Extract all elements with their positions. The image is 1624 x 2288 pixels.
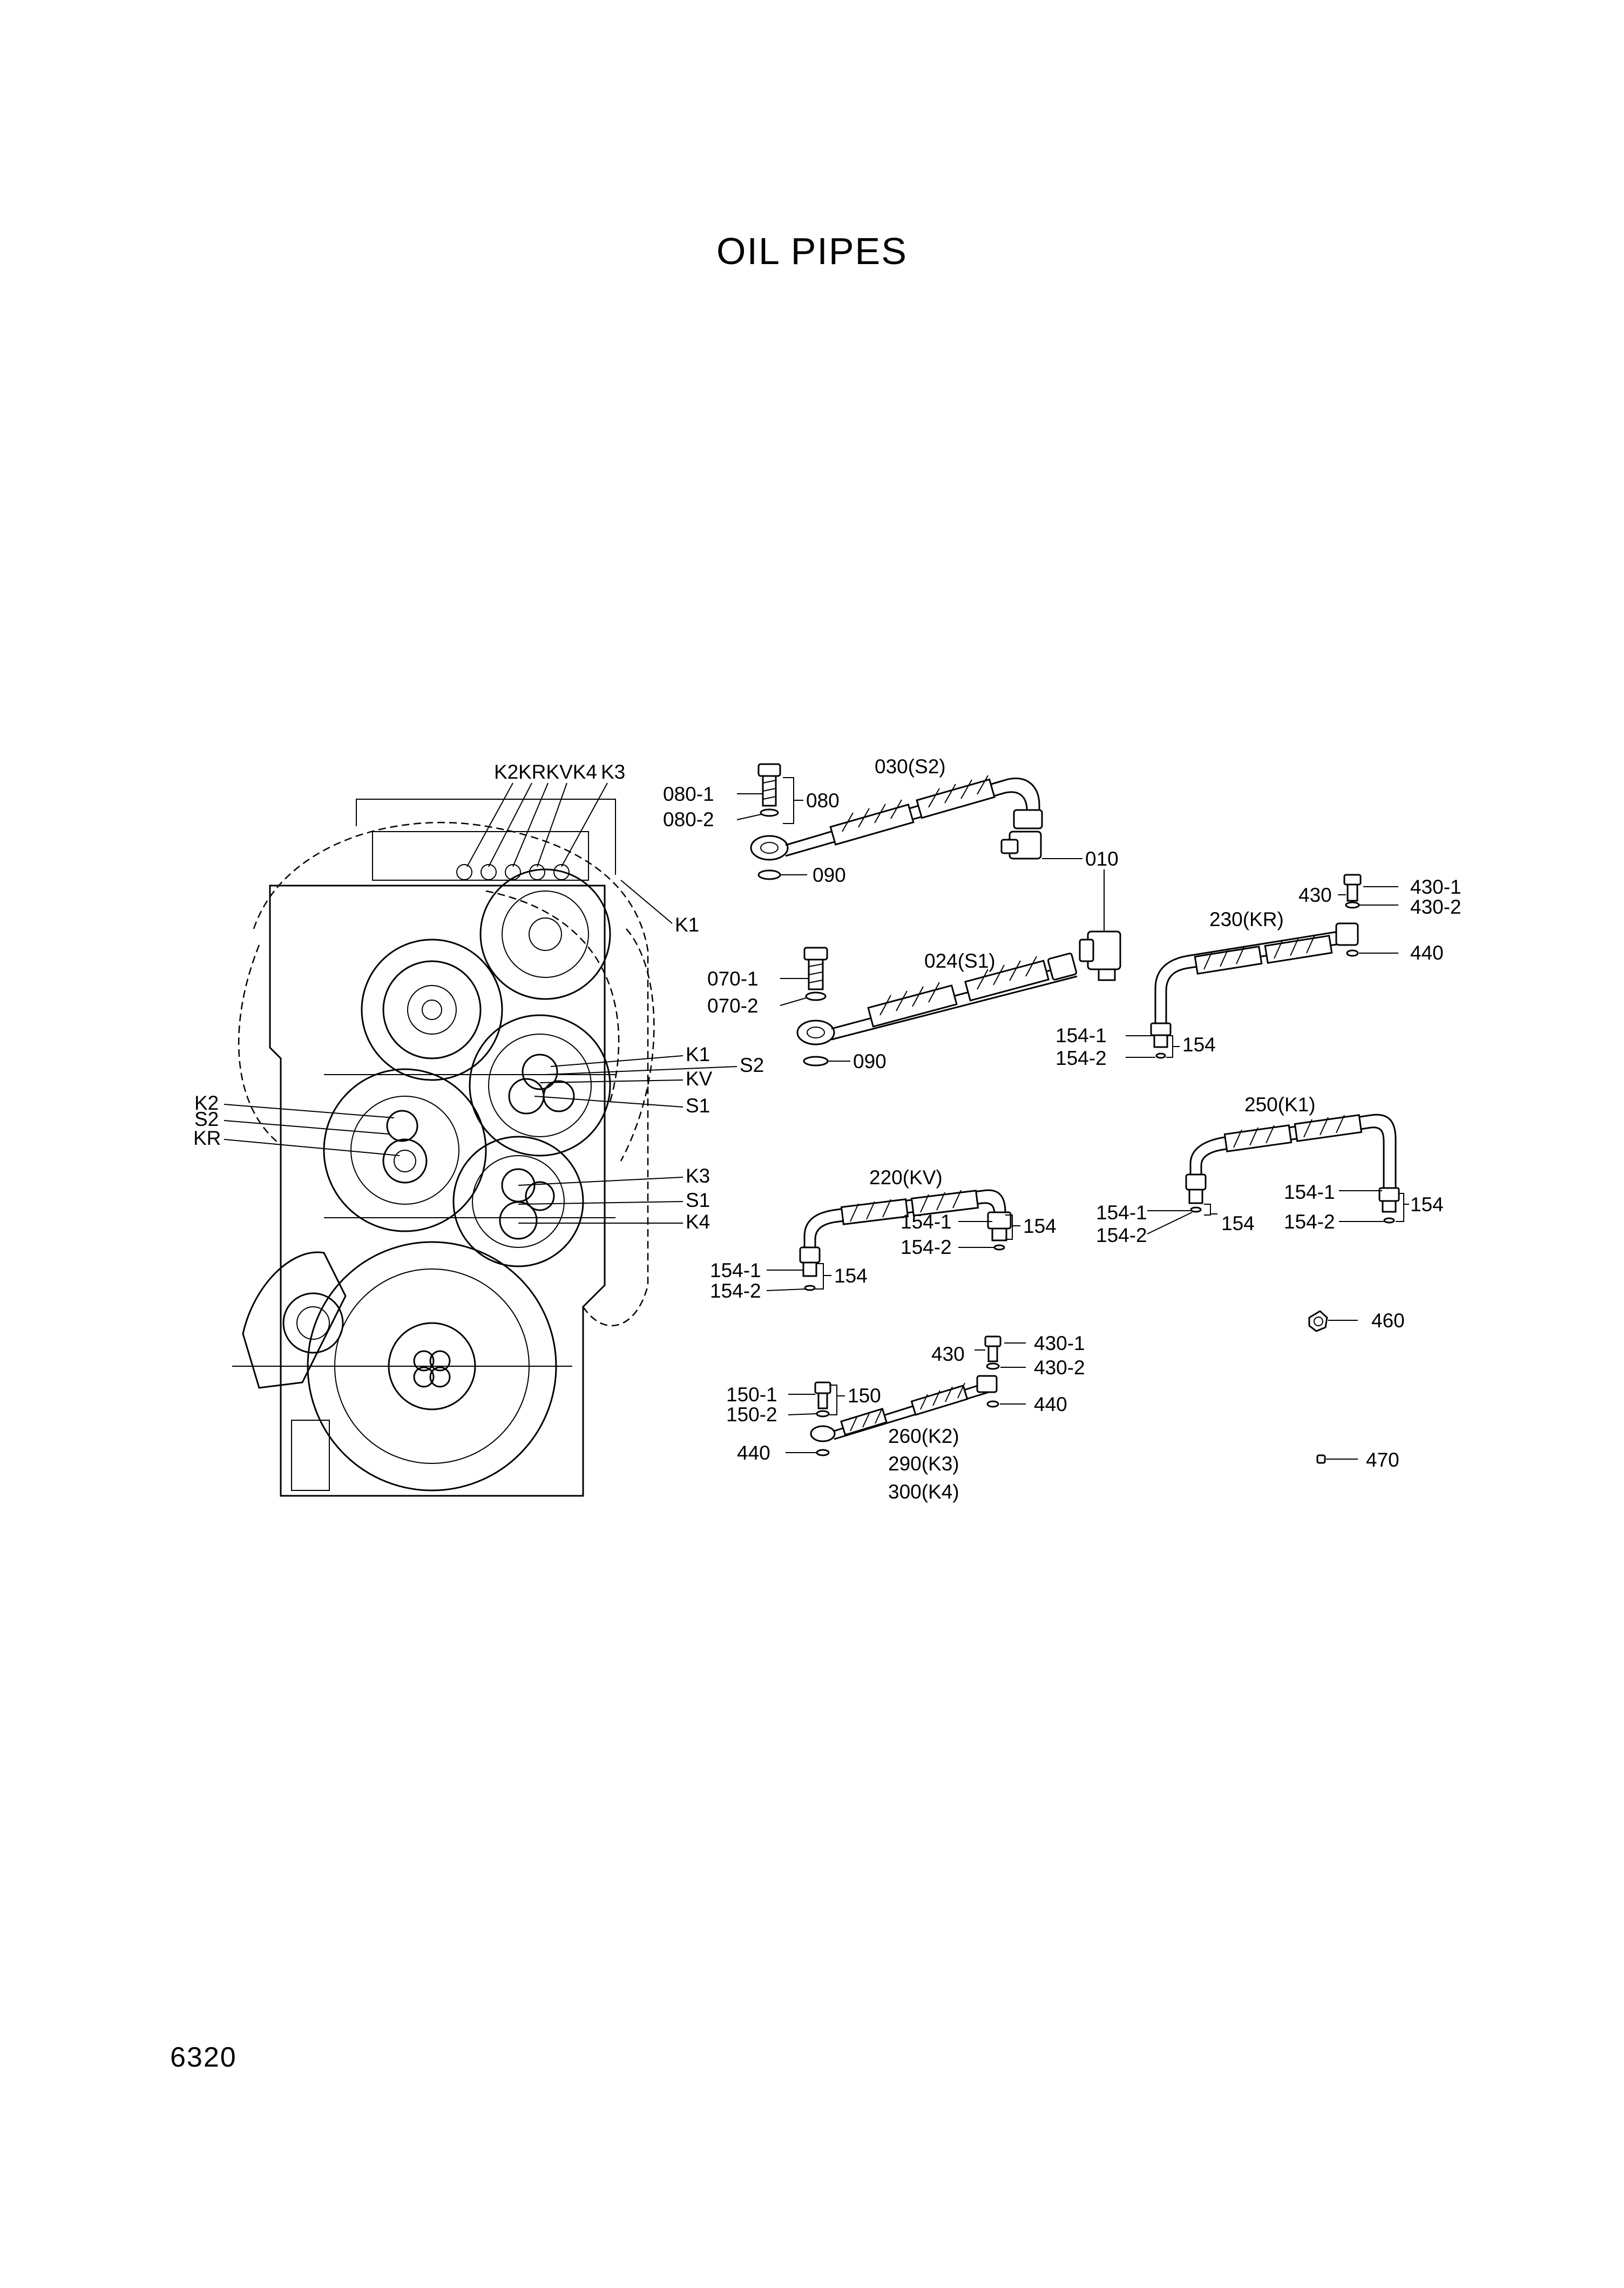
label-left-kr: KR: [193, 1127, 221, 1149]
label-right-k1: K1: [686, 1043, 710, 1065]
label-top-k3: K3: [601, 761, 625, 783]
callout-154-c: 154: [1221, 1212, 1255, 1234]
callout-250-k1: 250(K1): [1244, 1094, 1316, 1116]
pipe-250-k1: [1147, 1113, 1409, 1234]
callout-154-d: 154: [1023, 1215, 1057, 1237]
label-right-k4: K4: [686, 1211, 710, 1233]
short-pipes-260-290-300: [786, 1335, 1026, 1456]
label-left-s2: S2: [194, 1108, 219, 1130]
callout-430-2-top: 430-2: [1410, 896, 1461, 918]
callout-154-1-b: 154-1: [1284, 1181, 1335, 1203]
assembly-labels: K2 KRKVK4 K3 K1 K1 S2 KV S1 K2 S2 KR K3 …: [193, 761, 764, 1233]
label-top-krkvk4: KRKVK4: [518, 761, 597, 783]
callout-154-2-a: 154-2: [1055, 1047, 1107, 1069]
label-right-k1-top: K1: [675, 914, 699, 936]
callout-430-1-top: 430-1: [1410, 876, 1461, 898]
label-left-k2: K2: [194, 1092, 219, 1114]
callout-150: 150: [848, 1385, 881, 1407]
callout-070-1: 070-1: [707, 968, 759, 990]
callout-430-top: 430: [1298, 884, 1332, 906]
label-top-k2: K2: [494, 761, 518, 783]
callout-024-s1: 024(S1): [924, 950, 996, 972]
label-right-s1-upper: S1: [686, 1095, 710, 1117]
label-right-k3: K3: [686, 1165, 710, 1187]
part-460-470: [1308, 1310, 1358, 1464]
callout-440-bottom-left: 440: [737, 1442, 770, 1464]
callout-460: 460: [1371, 1310, 1405, 1332]
callout-154-1-a: 154-1: [1055, 1024, 1107, 1047]
callout-260-k2: 260(K2): [888, 1425, 959, 1447]
pipe-220-kv: [766, 1189, 1020, 1291]
pipe-230-kr: [1126, 874, 1398, 1059]
callout-470: 470: [1366, 1449, 1399, 1471]
callout-440-bottom-right: 440: [1034, 1393, 1067, 1415]
tee-fitting-010: [1079, 869, 1121, 981]
callout-150-2: 150-2: [726, 1403, 777, 1426]
callout-010: 010: [1085, 848, 1119, 870]
callout-154-e: 154: [834, 1265, 868, 1287]
callout-070-2: 070-2: [707, 995, 759, 1017]
label-right-s1-lower: S1: [686, 1189, 710, 1211]
callout-030-s2: 030(S2): [875, 755, 946, 778]
callout-440-top: 440: [1410, 942, 1444, 964]
callout-430-bottom: 430: [931, 1343, 965, 1365]
callout-154-1-c: 154-1: [1096, 1202, 1147, 1224]
callout-154-1-e: 154-1: [710, 1259, 761, 1281]
callout-154-b: 154: [1410, 1193, 1444, 1216]
callout-154-2-d: 154-2: [901, 1236, 952, 1258]
label-right-kv: KV: [686, 1068, 713, 1090]
page-number: 6320: [170, 2042, 237, 2073]
callout-090-mid: 090: [853, 1050, 887, 1072]
callout-430-1-bottom: 430-1: [1034, 1332, 1085, 1354]
callout-090-top: 090: [813, 864, 846, 886]
callout-080: 080: [806, 789, 840, 812]
callout-080-1: 080-1: [663, 783, 714, 805]
pipe-030-s2: [736, 763, 1082, 880]
callout-220-kv: 220(KV): [869, 1166, 943, 1189]
callout-230-kr: 230(KR): [1209, 908, 1284, 930]
callout-300-k4: 300(K4): [888, 1481, 959, 1503]
housing-leader-lines: [224, 782, 737, 1224]
callout-154-2-e: 154-2: [710, 1280, 761, 1302]
callout-080-2: 080-2: [663, 808, 714, 831]
transmission-housing-drawing: [232, 799, 655, 1497]
callout-154-2-b: 154-2: [1284, 1211, 1335, 1233]
callout-290-k3: 290(K3): [888, 1453, 959, 1475]
callout-154-1-d: 154-1: [901, 1211, 952, 1233]
callout-154-a: 154: [1182, 1034, 1216, 1056]
callout-150-1: 150-1: [726, 1383, 777, 1406]
label-right-s2: S2: [740, 1054, 764, 1076]
pipe-024-s1: [780, 947, 1078, 1067]
callout-154-2-c: 154-2: [1096, 1224, 1147, 1246]
callout-430-2-bottom: 430-2: [1034, 1356, 1085, 1379]
page-title: OIL PIPES: [716, 230, 908, 272]
